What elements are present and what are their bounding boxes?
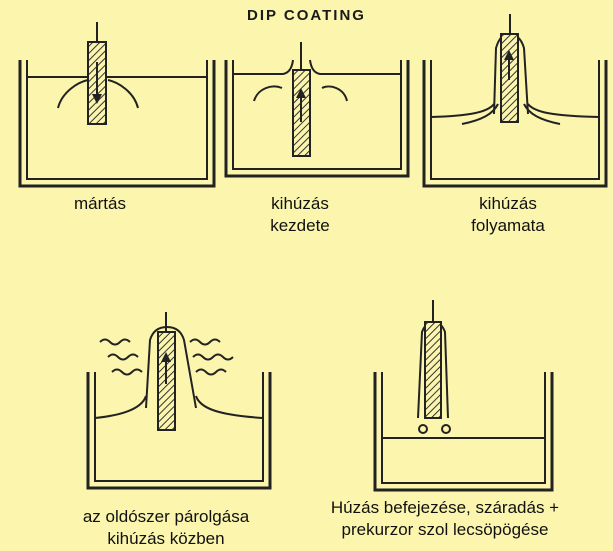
beaker-1 [18,60,216,188]
step-2-withdrawal-start [224,42,410,178]
flow-3-right [523,103,561,125]
arrow-3-head [504,50,514,60]
diagram-title: DIP COATING [247,7,366,24]
step-4-solvent-evaporation [86,312,272,490]
beaker-5-inner [381,372,546,484]
flow-3-left [461,103,499,125]
beaker-4 [86,372,272,490]
drop-5-right [441,424,451,434]
caption-step-4: az oldószer párolgása kihúzás közben [82,507,250,548]
drop-5-left [418,424,428,434]
beaker-3 [422,60,608,188]
vapor-waves-left [99,338,143,376]
liquid-surface-4 [94,395,264,419]
beaker-2-inner [232,60,402,170]
beaker-4-inner [94,372,264,482]
beaker-5 [373,372,554,492]
flow-2-right [321,85,348,102]
arrow-1-head [92,94,102,104]
liquid-surface-3 [430,103,600,118]
caption-step-1: mártás [74,194,126,213]
beaker-1-inner [26,60,208,180]
arrow-4-head [161,352,171,362]
arrow-2-head [296,88,306,98]
substrate-5 [424,321,442,419]
beaker-3-inner [430,60,600,180]
meniscus-1-left [57,79,89,109]
caption-step-2: kihúzás kezdete [270,194,330,235]
liquid-surface-2 [233,59,401,75]
beaker-2 [224,60,410,178]
step-5-withdrawal-complete [373,300,554,492]
flow-2-left [253,85,283,102]
meniscus-1-right [107,79,139,109]
caption-step-3: kihúzás folyamata [471,194,545,235]
step-3-withdrawal-process [422,14,608,188]
step-1-dipping [18,22,216,188]
caption-step-5: Húzás befejezése, száradás + prekurzor s… [330,498,560,539]
vapor-waves-right [189,338,234,376]
